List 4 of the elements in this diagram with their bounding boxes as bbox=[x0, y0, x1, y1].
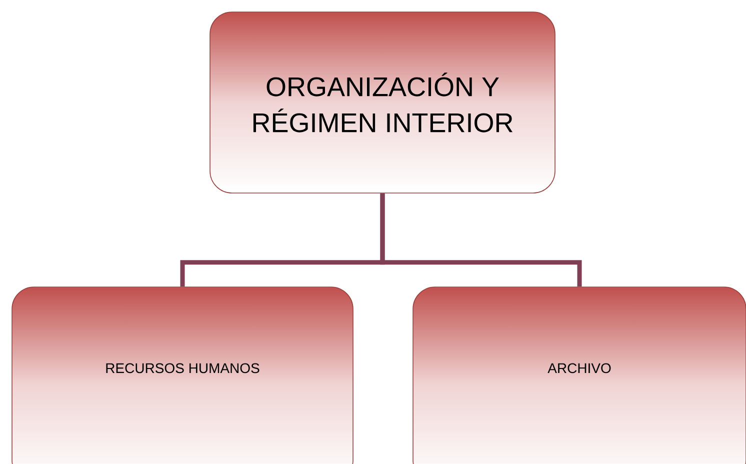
org-box: ARCHIVO bbox=[412, 286, 746, 464]
org-box: ORGANIZACIÓN Y RÉGIMEN INTERIOR bbox=[210, 12, 556, 194]
org-box: RECURSOS HUMANOS bbox=[12, 286, 354, 464]
connector-line bbox=[380, 193, 582, 287]
